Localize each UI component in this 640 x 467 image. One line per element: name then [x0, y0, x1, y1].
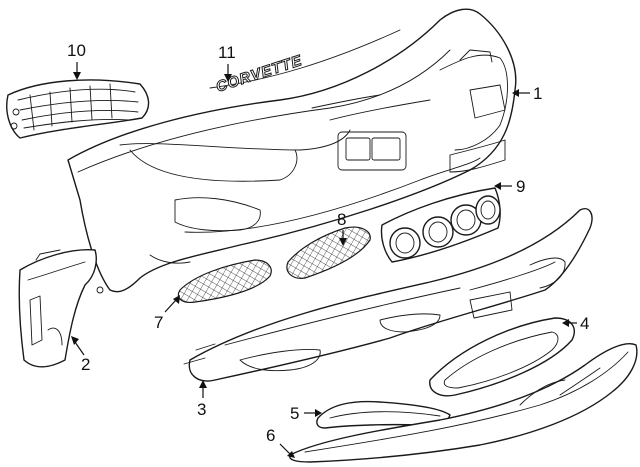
right-mesh-grille-part [286, 226, 371, 279]
callout-number: 11 [218, 43, 236, 62]
bumper-cover-part [67, 8, 517, 293]
callout-number: 3 [197, 400, 206, 419]
tail-lamp-grille-part [6, 79, 150, 139]
exhaust-trim-part [429, 317, 575, 397]
left-mesh-grille-part [177, 259, 272, 303]
rear-diffuser-part [183, 208, 593, 382]
exhaust-bezel-part [380, 187, 501, 263]
callout-6: 6 [266, 426, 295, 458]
callout-number: 10 [67, 41, 86, 60]
callout-8: 8 [337, 210, 347, 246]
callout-number: 1 [533, 84, 542, 103]
callout-number: 8 [337, 210, 346, 229]
callout-number: 9 [516, 177, 525, 196]
callout-1: 1 [512, 84, 542, 103]
callout-5: 5 [290, 404, 322, 423]
callout-number: 6 [266, 426, 275, 445]
callout-7: 7 [154, 295, 180, 332]
callout-number: 5 [290, 404, 299, 423]
callout-2: 2 [71, 336, 90, 374]
callout-3: 3 [197, 380, 207, 419]
lower-splitter-part [289, 343, 638, 463]
callout-11: 11 [218, 43, 236, 82]
side-bracket-part [18, 249, 104, 368]
callout-number: 7 [154, 313, 163, 332]
callout-4: 4 [562, 314, 589, 333]
callout-number: 4 [580, 314, 589, 333]
callout-number: 2 [81, 355, 90, 374]
callout-10: 10 [67, 41, 86, 80]
callout-9: 9 [494, 177, 525, 196]
